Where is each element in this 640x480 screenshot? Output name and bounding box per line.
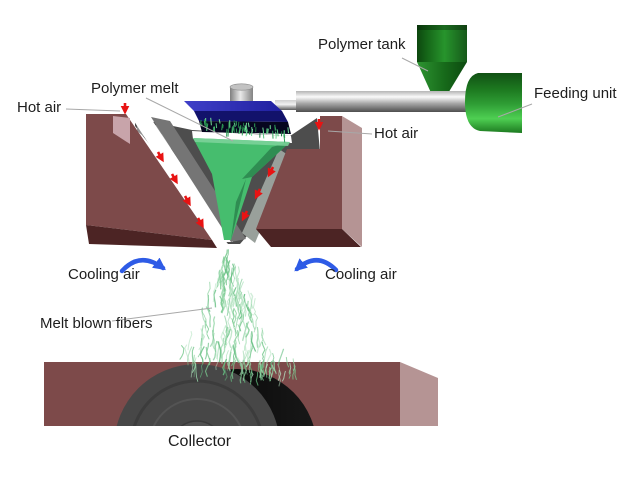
die-air-gap bbox=[192, 131, 292, 143]
air-manifold-blocks bbox=[86, 114, 362, 248]
hot-air-arrow bbox=[195, 217, 204, 229]
feeding-unit-cylinder bbox=[465, 73, 522, 133]
collector-unit bbox=[44, 362, 438, 426]
cooling-air-arrow-left bbox=[119, 257, 166, 274]
polymer-melt-top-highlight bbox=[193, 138, 290, 146]
die-top-block-front-face bbox=[194, 111, 288, 122]
hot-air-arrow bbox=[182, 195, 191, 207]
hot-air-arrow bbox=[241, 210, 250, 222]
extruder-feed-line bbox=[275, 25, 522, 133]
right-block-bottom bbox=[256, 229, 361, 247]
hot-air-arrows bbox=[120, 103, 324, 229]
spinneret-green-specks bbox=[199, 117, 289, 143]
die-connector-cylinder bbox=[229, 83, 254, 103]
label-feeding-unit: Feeding unit bbox=[534, 85, 617, 102]
hot-air-arrow bbox=[267, 166, 276, 178]
cooling-air-arrow-right bbox=[294, 258, 339, 273]
label-collector: Collector bbox=[168, 433, 232, 450]
label-polymer-melt: Polymer melt bbox=[91, 80, 179, 97]
drum-ring-inner bbox=[152, 398, 242, 426]
label-melt-blown-fibers: Melt blown fibers bbox=[40, 315, 153, 332]
collector-drum-face bbox=[116, 364, 278, 426]
label-hot-air-right: Hot air bbox=[374, 125, 419, 142]
hot-air-channel-left bbox=[128, 112, 233, 242]
hot-air-arrow bbox=[169, 173, 178, 185]
hot-air-arrow bbox=[254, 188, 263, 200]
label-polymer-tank: Polymer tank bbox=[318, 36, 406, 53]
label-cooling-air-left: Cooling air bbox=[68, 266, 140, 283]
extruder-rod bbox=[275, 100, 303, 110]
die-top-block-top-face bbox=[184, 101, 282, 111]
left-block-front bbox=[86, 114, 212, 240]
left-block-bottom bbox=[86, 225, 217, 248]
fiber-spray-cone bbox=[179, 249, 297, 387]
polymer-melt-funnel-shade bbox=[242, 142, 290, 179]
right-block-side bbox=[342, 116, 362, 247]
cooling-air-arrows bbox=[119, 257, 339, 274]
polymer-tank-hopper bbox=[417, 25, 467, 95]
die-assembly bbox=[128, 83, 320, 244]
left-block-air-inlet bbox=[113, 116, 130, 144]
polymer-melt-stem-shade bbox=[231, 179, 246, 240]
label-cooling-air-right: Cooling air bbox=[325, 266, 397, 283]
label-leader-lines bbox=[65, 57, 533, 322]
drum-hub bbox=[180, 420, 214, 426]
hot-air-arrow bbox=[155, 151, 164, 163]
extruder-barrel-pipe bbox=[296, 91, 472, 112]
collector-platform-side bbox=[400, 362, 438, 426]
right-block-front bbox=[256, 116, 342, 229]
label-hot-air-left: Hot air bbox=[17, 99, 62, 116]
drum-ring-outer bbox=[132, 379, 262, 426]
